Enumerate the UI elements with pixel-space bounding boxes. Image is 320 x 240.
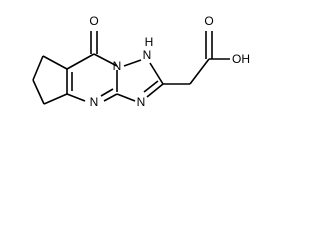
bond-c3a-n4: [103, 93, 118, 102]
bond-c9a-c9: [66, 53, 95, 70]
bond-cp-c9a-c8: [42, 55, 68, 70]
bond-n3-c3a: [116, 93, 136, 102]
bond-n1-n2: [123, 59, 142, 67]
molecule-structure-diagram: O H N N N N O OH: [32, 14, 250, 109]
bridge-nitrogen-label: N: [113, 59, 122, 73]
triazole-nitrogen-label: N: [137, 95, 146, 109]
ring-nh-hydrogen-label: H: [145, 35, 154, 49]
pyrimidine-nitrogen-label: N: [90, 95, 99, 109]
bond-cp-c6-c5a: [43, 93, 68, 105]
bond-n2-c2: [149, 62, 164, 85]
acid-oxygen-label: O: [204, 14, 213, 28]
bond-c9-n1: [93, 53, 118, 67]
hydroxyl-label: OH: [232, 52, 250, 66]
ring-nh-nitrogen-label: N: [143, 48, 152, 62]
bond-c3a-n4-double: [100, 88, 114, 97]
bond-ch2-cooh: [189, 58, 210, 85]
bond-c2-n3: [146, 83, 164, 98]
bond-cp-c8-c7: [32, 55, 44, 81]
bond-c2-n3-double: [143, 80, 159, 93]
bond-cp-c7-c6: [32, 79, 45, 105]
bond-n4-c5a: [66, 93, 86, 102]
carbonyl-oxygen-label: O: [89, 14, 98, 28]
